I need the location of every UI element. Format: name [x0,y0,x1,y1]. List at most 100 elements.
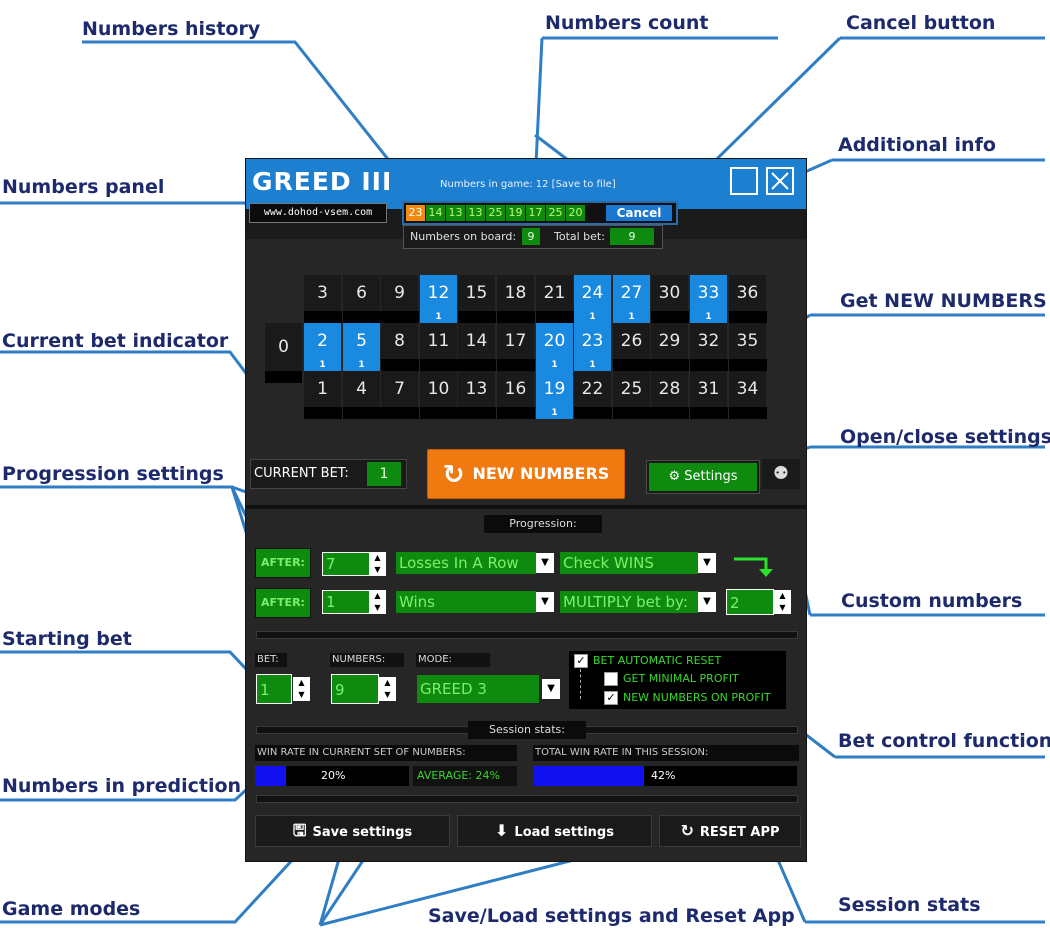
tree-connector [580,669,595,699]
total-winrate-text: 42% [651,769,676,782]
custom-numbers-icon[interactable]: ⚉ [762,459,800,489]
after-value-stepper-1[interactable]: ▲▼ [369,552,386,576]
number-cell-6[interactable]: 6 [343,275,380,311]
mode-label: MODE: [416,653,490,667]
number-cell-11[interactable]: 11 [420,323,457,359]
number-cell-15[interactable]: 15 [458,275,495,311]
numbers-on-board-value: 9 [522,228,540,245]
condition-select-1[interactable]: Losses In A Row [396,552,536,574]
number-cell-9[interactable]: 9 [381,275,418,311]
cancel-button[interactable]: Cancel [606,205,672,221]
bet-chip: 1 [304,359,341,371]
chevron-down-icon[interactable]: ▼ [536,553,554,573]
numbers-in-prediction-stepper[interactable]: ▲▼ [379,677,396,701]
bet-strip [574,407,612,419]
bet-strip [497,407,535,419]
number-cell-14[interactable]: 14 [458,323,495,359]
close-icon[interactable] [766,167,794,195]
number-cell-8[interactable]: 8 [381,323,418,359]
bet-strip [343,311,381,323]
load-settings-button[interactable]: ⬇Load settings [457,815,652,847]
history-number: 20 [566,205,585,221]
bet-strip [420,407,458,419]
chevron-down-icon[interactable]: ▼ [542,679,560,699]
starting-bet-stepper[interactable]: ▲▼ [293,677,310,701]
number-cell-27[interactable]: 27 [613,275,650,311]
number-cell-19[interactable]: 19 [536,371,573,407]
minimal-profit-label: GET MINIMAL PROFIT [623,672,739,685]
number-cell-31[interactable]: 31 [690,371,727,407]
annotation-numbers-panel: Numbers panel [2,176,165,198]
action-select-1[interactable]: Check WINS [560,552,698,574]
bet-chip: 1 [613,311,650,323]
chevron-down-icon[interactable]: ▼ [536,592,554,612]
minimize-icon[interactable] [730,167,758,195]
numbers-in-game-label[interactable]: Numbers in game: 12 [Save to file] [440,179,616,190]
auto-reset-label: BET AUTOMATIC RESET [593,654,722,667]
after-value-input-2[interactable]: 1 [322,590,374,614]
history-number: 13 [446,205,465,221]
number-cell-7[interactable]: 7 [381,371,418,407]
number-cell-16[interactable]: 16 [497,371,534,407]
number-cell-1[interactable]: 1 [304,371,341,407]
number-cell-22[interactable]: 22 [574,371,611,407]
bet-strip [458,359,496,371]
current-winrate-text: 20% [321,769,346,782]
chevron-down-icon[interactable]: ▼ [698,553,716,573]
gear-icon: ⚙ [668,469,685,484]
number-cell-26[interactable]: 26 [613,323,650,359]
number-cell-4[interactable]: 4 [343,371,380,407]
numbers-in-prediction-input[interactable]: 9 [331,674,379,704]
condition-select-2[interactable]: Wins [396,591,536,613]
number-cell-32[interactable]: 32 [690,323,727,359]
number-cell-35[interactable]: 35 [729,323,766,359]
number-cell-18[interactable]: 18 [497,275,534,311]
number-cell-2[interactable]: 2 [304,323,341,359]
number-cell-33[interactable]: 33 [690,275,727,311]
new-on-profit-checkbox[interactable]: ✓ [604,691,618,705]
minimal-profit-checkbox[interactable] [604,672,618,686]
number-cell-25[interactable]: 25 [613,371,650,407]
number-cell-3[interactable]: 3 [304,275,341,311]
action-select-2[interactable]: MULTIPLY bet by: [560,591,698,613]
history-number: 19 [506,205,525,221]
number-cell-29[interactable]: 29 [651,323,688,359]
starting-bet-input[interactable]: 1 [256,674,292,704]
after-value-input-1[interactable]: 7 [322,552,374,576]
number-cell-0[interactable]: 0 [265,323,302,371]
arrow-down-right-icon [734,557,773,577]
number-cell-21[interactable]: 21 [536,275,573,311]
history-number: 13 [466,205,485,221]
site-link[interactable]: www.dohod-vsem.com [249,203,387,223]
number-cell-17[interactable]: 17 [497,323,534,359]
number-cell-30[interactable]: 30 [651,275,688,311]
number-cell-34[interactable]: 34 [729,371,766,407]
number-cell-23[interactable]: 23 [574,323,611,359]
number-cell-5[interactable]: 5 [343,323,380,359]
number-cell-20[interactable]: 20 [536,323,573,359]
number-cell-28[interactable]: 28 [651,371,688,407]
reset-app-button[interactable]: ↻RESET APP [659,815,801,847]
after-value-stepper-2[interactable]: ▲▼ [369,590,386,614]
number-cell-36[interactable]: 36 [729,275,766,311]
history-number: 23 [406,205,425,221]
multiplier-input[interactable]: 2 [726,589,774,615]
settings-button[interactable]: ⚙ Settings [646,460,760,494]
bet-strip [343,407,381,419]
number-cell-12[interactable]: 12 [420,275,457,311]
multiplier-stepper[interactable]: ▲▼ [774,590,791,614]
annotation-get-new-numbers: Get NEW NUMBERS [840,290,1047,312]
bet-strip [381,407,419,419]
new-numbers-button[interactable]: ↻NEW NUMBERS [427,449,625,499]
auto-reset-checkbox[interactable]: ✓ [574,654,588,668]
game-mode-select[interactable]: GREED 3 [417,675,539,703]
number-cell-24[interactable]: 24 [574,275,611,311]
chevron-down-icon[interactable]: ▼ [698,592,716,612]
bet-chip: 1 [574,359,611,371]
annotation-game-modes: Game modes [2,898,141,920]
annotation-starting-bet: Starting bet [2,628,132,650]
save-settings-button[interactable]: 🖫Save settings [255,815,450,847]
save-icon: 🖫 [292,821,307,840]
number-cell-10[interactable]: 10 [420,371,457,407]
number-cell-13[interactable]: 13 [458,371,495,407]
